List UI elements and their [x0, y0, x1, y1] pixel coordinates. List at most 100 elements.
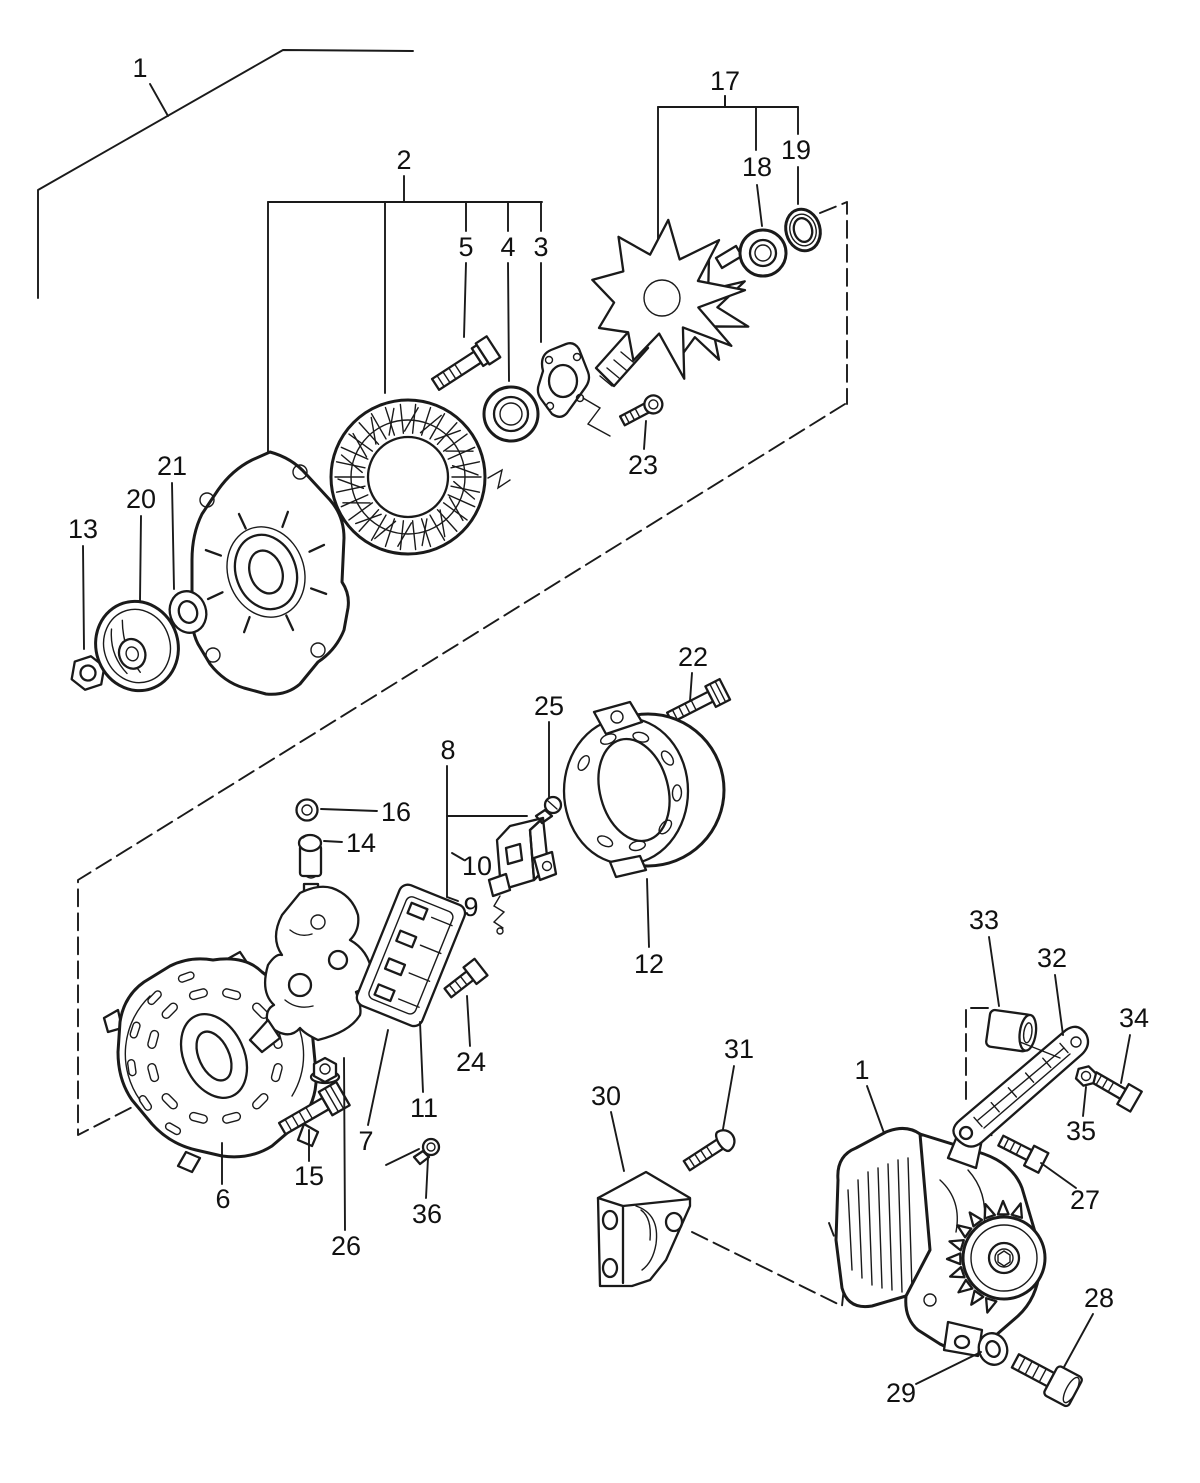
callout-14: 14: [346, 828, 376, 858]
arm-tick: [1042, 1057, 1052, 1069]
callout-27: 27: [1070, 1185, 1100, 1215]
stator-lead-hook: [487, 468, 511, 490]
callout-4: 4: [500, 232, 515, 262]
divider-line: [965, 1007, 989, 1101]
leader-line-33: [988, 936, 1000, 1007]
bolt-24: [443, 957, 489, 999]
stator-hatch: [436, 422, 458, 446]
rear-housing-slot: [161, 1002, 178, 1019]
cover-vent-oval: [628, 840, 646, 852]
divider-line: [77, 403, 846, 1136]
leader-line-34: [1120, 1034, 1131, 1084]
rotor-front-claws: [591, 218, 747, 380]
leader-line-22: [689, 672, 693, 702]
screw-23: [618, 394, 664, 427]
callout-8: 8: [440, 735, 455, 765]
stator-hatch: [397, 522, 413, 547]
callout-25: 25: [534, 691, 564, 721]
alt-fin: [847, 1189, 853, 1271]
alt-fan-tooth: [968, 1211, 984, 1228]
frame-vent-slot: [204, 548, 223, 557]
stator-hatch: [419, 414, 442, 434]
bolt-27: [997, 1134, 1050, 1174]
rotor-slipring-stub: [714, 244, 744, 270]
callout-12: 12: [634, 949, 664, 979]
callout-bracket-lines: [37, 49, 799, 902]
callout-34: 34: [1119, 1003, 1149, 1033]
callout-35: 35: [1066, 1116, 1096, 1146]
rear-housing-slot: [147, 1029, 160, 1049]
cover-vent-oval: [671, 784, 683, 802]
rear-housing-slot: [188, 1111, 208, 1124]
spacer-collar: [168, 590, 208, 634]
bracket-line: [463, 262, 467, 338]
brush-9: [487, 872, 512, 935]
callout-23: 23: [628, 450, 658, 480]
callout-21: 21: [157, 451, 187, 481]
stator-hatch: [340, 454, 363, 474]
rear-bearing: [738, 228, 788, 278]
rear-housing-slot: [138, 1095, 153, 1111]
callout-22: 22: [678, 642, 708, 672]
stator-hatch: [439, 509, 446, 538]
washer-29: [977, 1332, 1009, 1366]
pulley: [94, 599, 180, 693]
rear-housing-slot: [126, 1059, 137, 1077]
bolt-15: [277, 1080, 351, 1136]
stator-hatch: [370, 416, 377, 445]
nut-16: [295, 798, 319, 822]
stator-hatch: [450, 485, 481, 493]
callout-32: 32: [1037, 943, 1067, 973]
callout-15: 15: [294, 1161, 324, 1191]
rear-housing-slot: [177, 971, 195, 983]
leader-line-31: [722, 1065, 735, 1130]
rotor-shaft-threads: [599, 351, 634, 387]
cover-vent-oval: [660, 750, 675, 766]
alt-fan-tooth: [956, 1224, 973, 1239]
screw-36: [412, 1137, 441, 1166]
brush-holder-10: [495, 816, 558, 892]
callout-29: 29: [886, 1378, 916, 1408]
frame-vent-slot: [309, 587, 328, 596]
divider-line: [691, 1222, 847, 1307]
stator-hatch: [370, 413, 387, 440]
stator-hatch: [340, 494, 369, 508]
leader-line-24: [466, 995, 471, 1047]
alt-fan-tooth: [948, 1238, 965, 1252]
callout-5: 5: [458, 232, 473, 262]
stator-lead-wire: [582, 397, 611, 437]
bracket-line: [507, 262, 510, 382]
callout-3: 3: [533, 232, 548, 262]
rear-housing-slot: [222, 1111, 242, 1124]
alt-fan-tooth: [948, 1265, 966, 1279]
callout-28: 28: [1084, 1283, 1114, 1313]
bracket-line: [37, 49, 414, 299]
alternator-assembly: [834, 1122, 1047, 1358]
alt-fin: [907, 1157, 913, 1291]
callout-10: 10: [462, 851, 492, 881]
stator-hatch: [447, 446, 476, 460]
frame-vent-slot: [237, 512, 247, 530]
leader-line-30: [610, 1111, 625, 1172]
stator-hatch: [447, 494, 476, 508]
rectifier-11: [355, 883, 467, 1028]
callout-18: 18: [742, 152, 772, 182]
rear-housing-slot: [270, 1063, 283, 1083]
terminal-insulator: [297, 833, 323, 879]
frame-vent-slot: [206, 591, 224, 601]
frame-vent-slot: [285, 614, 295, 632]
rear-housing-slot: [129, 1021, 141, 1039]
cover-vent-oval: [658, 819, 673, 835]
bearing-ring: [784, 207, 822, 253]
cover-terminal-block: [592, 700, 644, 736]
leader-line-7: [367, 1029, 389, 1126]
stator-hatch: [348, 433, 374, 452]
divider-line: [819, 201, 848, 405]
frame-vent-slot: [281, 510, 290, 529]
stator-hatch: [429, 514, 446, 541]
frame-vent-slot: [242, 615, 251, 634]
holder-bracket-7: [248, 885, 374, 1054]
stator-hatch: [384, 406, 396, 436]
alt-fan-tooth: [970, 1289, 985, 1306]
callout-26: 26: [331, 1231, 361, 1261]
